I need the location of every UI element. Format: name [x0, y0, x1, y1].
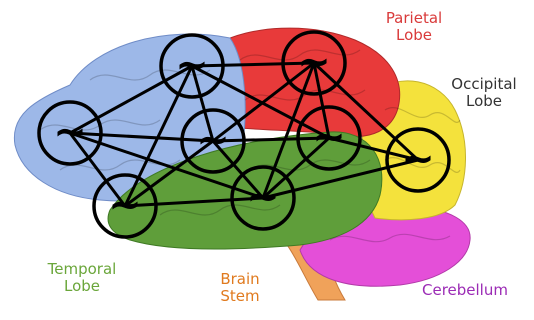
label-temporal-line1: Temporal: [36, 261, 128, 278]
node-symbol-n5: ~: [297, 39, 331, 85]
node-symbol-n4: ~: [108, 182, 142, 228]
label-cerebellum: Cerebellum: [400, 282, 530, 299]
label-cerebellum-line1: Cerebellum: [400, 282, 530, 299]
node-symbol-n2: ~: [175, 42, 209, 88]
label-occipital-line1: Occipital: [438, 76, 530, 93]
label-occipital-lobe: Occipital Lobe: [438, 76, 530, 110]
label-parietal-line2: Lobe: [368, 27, 460, 44]
node-symbol-n1: ~: [53, 109, 87, 155]
label-brain-stem: Brain Stem: [200, 271, 280, 305]
label-parietal-lobe: Parietal Lobe: [368, 10, 460, 44]
node-symbol-n6: ~: [312, 114, 346, 160]
label-occipital-line2: Lobe: [438, 93, 530, 110]
node-symbol-n8: ~: [401, 136, 435, 182]
label-brainstem-line2: Stem: [200, 288, 280, 305]
node-symbol-n7: ~: [246, 174, 280, 220]
label-brainstem-line1: Brain: [200, 271, 280, 288]
label-parietal-line1: Parietal: [368, 10, 460, 27]
label-temporal-lobe: Temporal Lobe: [36, 261, 128, 295]
label-temporal-line2: Lobe: [36, 278, 128, 295]
node-symbol-n3: ~: [196, 117, 230, 163]
